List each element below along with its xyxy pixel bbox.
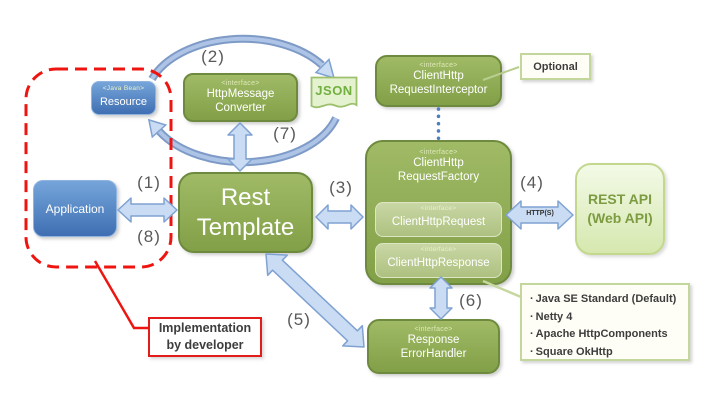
resource-box: <Java Bean> Resource	[91, 81, 156, 115]
step-label-8: (8)	[137, 227, 161, 246]
interface-stereotype: <interface>	[419, 149, 458, 156]
list-item: Square OkHttp	[530, 344, 682, 362]
json-document-icon: JSON	[310, 76, 358, 116]
application-resttemplate-arrow	[117, 197, 178, 223]
converter-resttemplate-arrow	[227, 122, 253, 172]
client-http-request-label: ClientHttpRequest	[391, 216, 486, 228]
document-shape-icon	[310, 76, 358, 109]
factory-label-line2: RequestFactory	[397, 171, 480, 183]
step-label-6: (6)	[459, 291, 483, 310]
implementation-note-line1: Implementation	[158, 321, 252, 335]
rest-api-label-line1: REST API	[587, 191, 653, 207]
error-handler-label-line1: Response	[407, 334, 460, 346]
json-label: JSON	[315, 83, 353, 98]
arc-arrowhead-to-resource	[147, 118, 168, 139]
step-label-4: (4)	[520, 173, 544, 192]
interface-stereotype: <interface>	[414, 326, 453, 333]
implementation-note-line2: by developer	[166, 338, 244, 352]
implementation-note-callout-line	[93, 260, 149, 330]
optional-note: Optional	[520, 53, 591, 80]
step-label-2: (2)	[201, 47, 225, 66]
rest-template-box: Rest Template	[178, 172, 313, 253]
implementation-by-developer-note: Implementation by developer	[148, 317, 262, 357]
resttemplate-factory-arrow	[315, 204, 364, 230]
client-http-request-box: <interface> ClientHttpRequest	[375, 202, 502, 237]
java-bean-stereotype: <Java Bean>	[102, 85, 145, 92]
client-http-response-box: <interface> ClientHttpResponse	[375, 243, 502, 278]
factory-label-line1: ClientHttp	[413, 157, 464, 169]
converter-label-line1: HttpMessage	[206, 88, 275, 100]
client-http-request-interceptor-box: <interface> ClientHttp RequestIntercepto…	[375, 55, 502, 107]
rest-template-label-line2: Template	[196, 213, 295, 241]
step-label-1: (1)	[137, 173, 161, 192]
rest-api-box: REST API (Web API)	[575, 163, 665, 255]
resttemplate-errorhandler-diagonal-arrow	[265, 253, 365, 348]
http-message-converter-box: <interface> HttpMessage Converter	[183, 73, 298, 122]
interface-stereotype: <interface>	[419, 62, 458, 69]
list-item: Java SE Standard (Default)	[530, 291, 682, 309]
factory-implementations-list: Java SE Standard (Default) Netty 4 Apach…	[520, 283, 690, 361]
list-item: Netty 4	[530, 309, 682, 327]
interface-stereotype: <interface>	[420, 205, 457, 212]
client-http-response-label: ClientHttpResponse	[387, 257, 490, 269]
error-handler-label-line2: ErrorHandler	[400, 348, 467, 360]
list-item: Apache HttpComponents	[530, 326, 682, 344]
step-label-5: (5)	[287, 310, 311, 329]
client-http-request-factory-box: <interface> ClientHttp RequestFactory <i…	[365, 140, 512, 285]
step-label-3: (3)	[329, 178, 353, 197]
rest-api-label-line2: (Web API)	[587, 210, 653, 226]
interceptor-label-line1: ClientHttp	[413, 70, 464, 82]
interface-stereotype: <interface>	[420, 246, 457, 253]
resource-label: Resource	[99, 96, 148, 108]
interface-stereotype: <interface>	[221, 80, 260, 87]
converter-label-line2: Converter	[215, 102, 266, 114]
interceptor-label-line2: RequestInterceptor	[389, 84, 488, 96]
optional-label: Optional	[533, 60, 578, 73]
application-label: Application	[45, 201, 105, 216]
http-protocol-label: HTTP(S)	[526, 210, 554, 217]
application-box: Application	[33, 180, 117, 237]
step-label-7: (7)	[273, 124, 297, 143]
rest-template-label-line1: Rest	[220, 183, 271, 211]
response-error-handler-box: <interface> Response ErrorHandler	[367, 319, 500, 374]
